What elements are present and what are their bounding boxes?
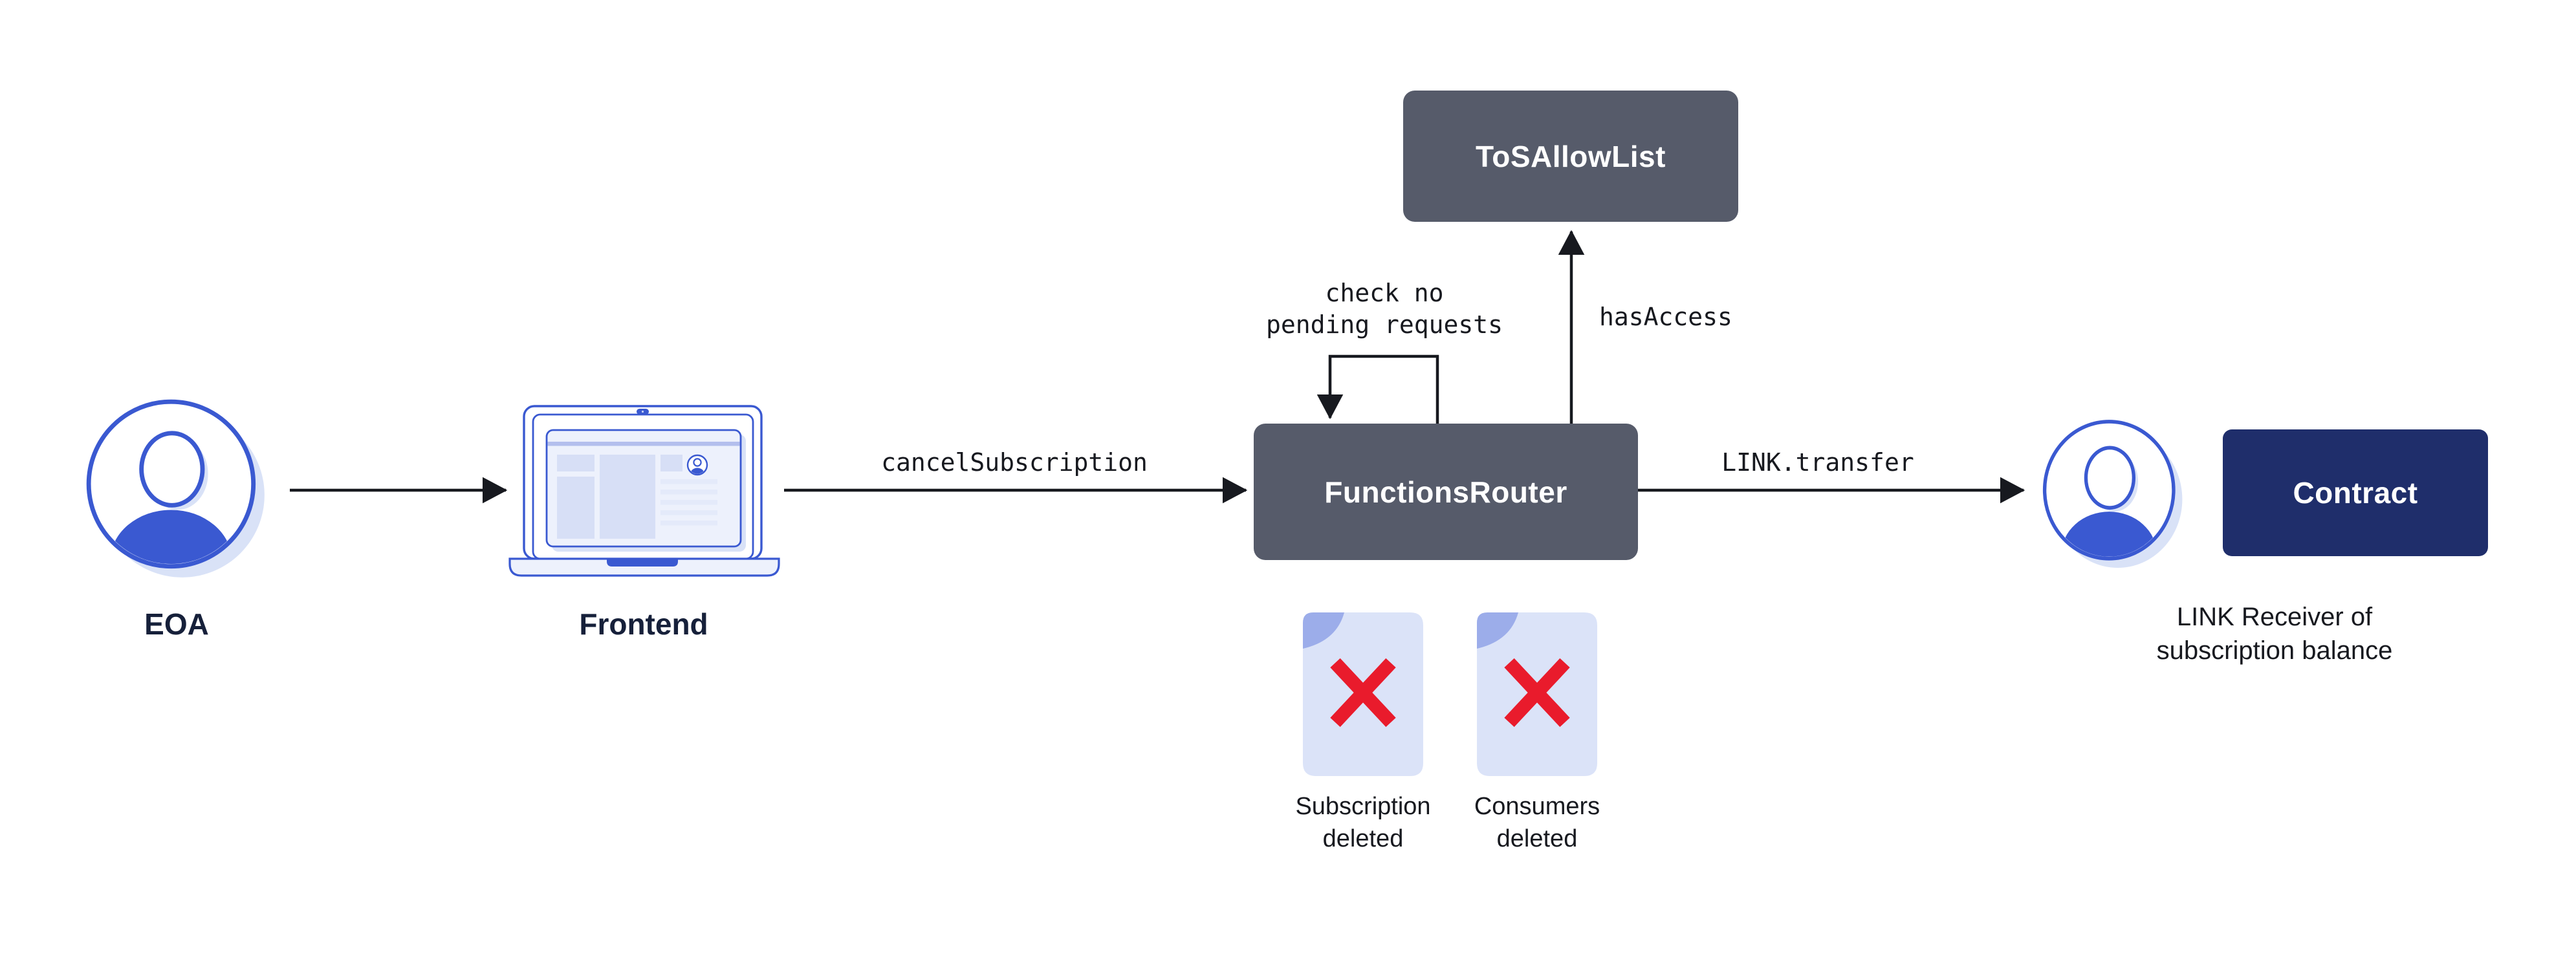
subscription-deleted-document-icon xyxy=(1303,612,1423,776)
frontend-label: Frontend xyxy=(579,607,708,641)
edge-router-self-loop-arrow xyxy=(1316,354,1439,425)
link-receiver-user-icon xyxy=(2042,420,2183,568)
functions-router-label: FunctionsRouter xyxy=(1324,475,1567,509)
contract-node: Contract xyxy=(2223,429,2488,556)
eoa-label: EOA xyxy=(144,607,209,641)
edge-label-check-pending-line2: pending requests xyxy=(1265,310,1503,339)
tos-allow-list-label: ToSAllowList xyxy=(1476,139,1666,173)
tos-allow-list-node: ToSAllowList xyxy=(1403,91,1738,222)
avatar-icon xyxy=(686,454,708,476)
frontend-laptop-icon xyxy=(508,405,780,577)
link-receiver-caption: LINK Receiver of subscription balance xyxy=(2106,600,2443,667)
link-receiver-caption-line1: LINK Receiver of xyxy=(2176,603,2373,631)
subscription-deleted-caption: Subscription deleted xyxy=(1260,790,1467,855)
edge-label-check-pending-line1: check no xyxy=(1325,279,1444,307)
consumers-deleted-caption-line1: Consumers xyxy=(1474,793,1600,820)
subscription-deleted-caption-line1: Subscription xyxy=(1295,793,1431,820)
edge-label-link-transfer: LINK.transfer xyxy=(1721,448,1914,477)
edge-label-cancel-subscription: cancelSubscription xyxy=(881,448,1148,477)
edge-label-has-access: hasAccess xyxy=(1599,303,1732,331)
consumers-deleted-caption: Consumers deleted xyxy=(1434,790,1641,855)
consumers-deleted-document-icon xyxy=(1477,612,1597,776)
edge-label-check-pending: check no pending requests xyxy=(1223,277,1546,341)
eoa-user-icon xyxy=(86,399,265,578)
link-receiver-caption-line2: subscription balance xyxy=(2156,636,2393,665)
consumers-deleted-caption-line2: deleted xyxy=(1496,825,1578,852)
contract-label: Contract xyxy=(2293,476,2418,510)
functions-router-node: FunctionsRouter xyxy=(1254,424,1638,560)
delete-x-icon xyxy=(1330,658,1396,728)
delete-x-icon xyxy=(1504,658,1570,728)
subscription-deleted-caption-line2: deleted xyxy=(1322,825,1404,852)
